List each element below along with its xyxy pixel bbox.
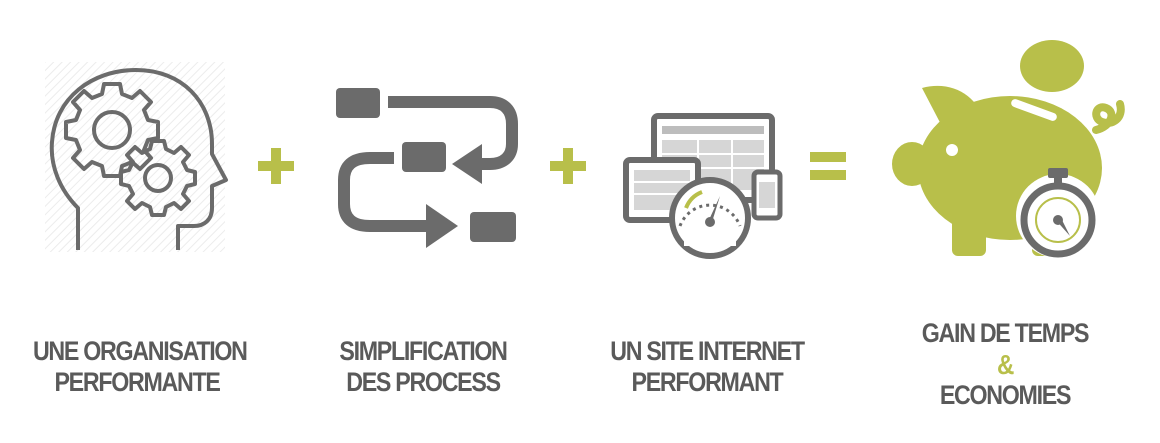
plus-icon bbox=[550, 148, 586, 184]
caption-line: UN SITE INTERNET bbox=[610, 336, 805, 366]
equals-icon bbox=[810, 150, 846, 182]
head-gears-icon bbox=[40, 58, 230, 258]
caption-line: PERFORMANT bbox=[631, 367, 784, 397]
caption-line: DES PROCESS bbox=[346, 367, 501, 397]
caption-line: ECONOMIES bbox=[939, 380, 1072, 410]
step-caption-website: UN SITE INTERNET PERFORMANT bbox=[608, 336, 806, 398]
process-flow-icon bbox=[332, 80, 522, 260]
caption-line: GAIN DE TEMPS bbox=[921, 318, 1090, 348]
step-caption-organisation: UNE ORGANISATION PERFORMANTE bbox=[32, 336, 248, 398]
website-speed-icon bbox=[622, 110, 792, 260]
ampersand: & bbox=[996, 349, 1014, 380]
piggy-bank-stopwatch-icon bbox=[892, 22, 1132, 264]
caption-line: PERFORMANTE bbox=[54, 367, 220, 397]
result-caption: GAIN DE TEMPS & ECONOMIES bbox=[915, 318, 1096, 411]
caption-line: SIMPLIFICATION bbox=[339, 336, 508, 366]
plus-icon bbox=[258, 148, 294, 184]
caption-line: UNE ORGANISATION bbox=[32, 336, 248, 366]
step-caption-process: SIMPLIFICATION DES PROCESS bbox=[326, 336, 520, 398]
